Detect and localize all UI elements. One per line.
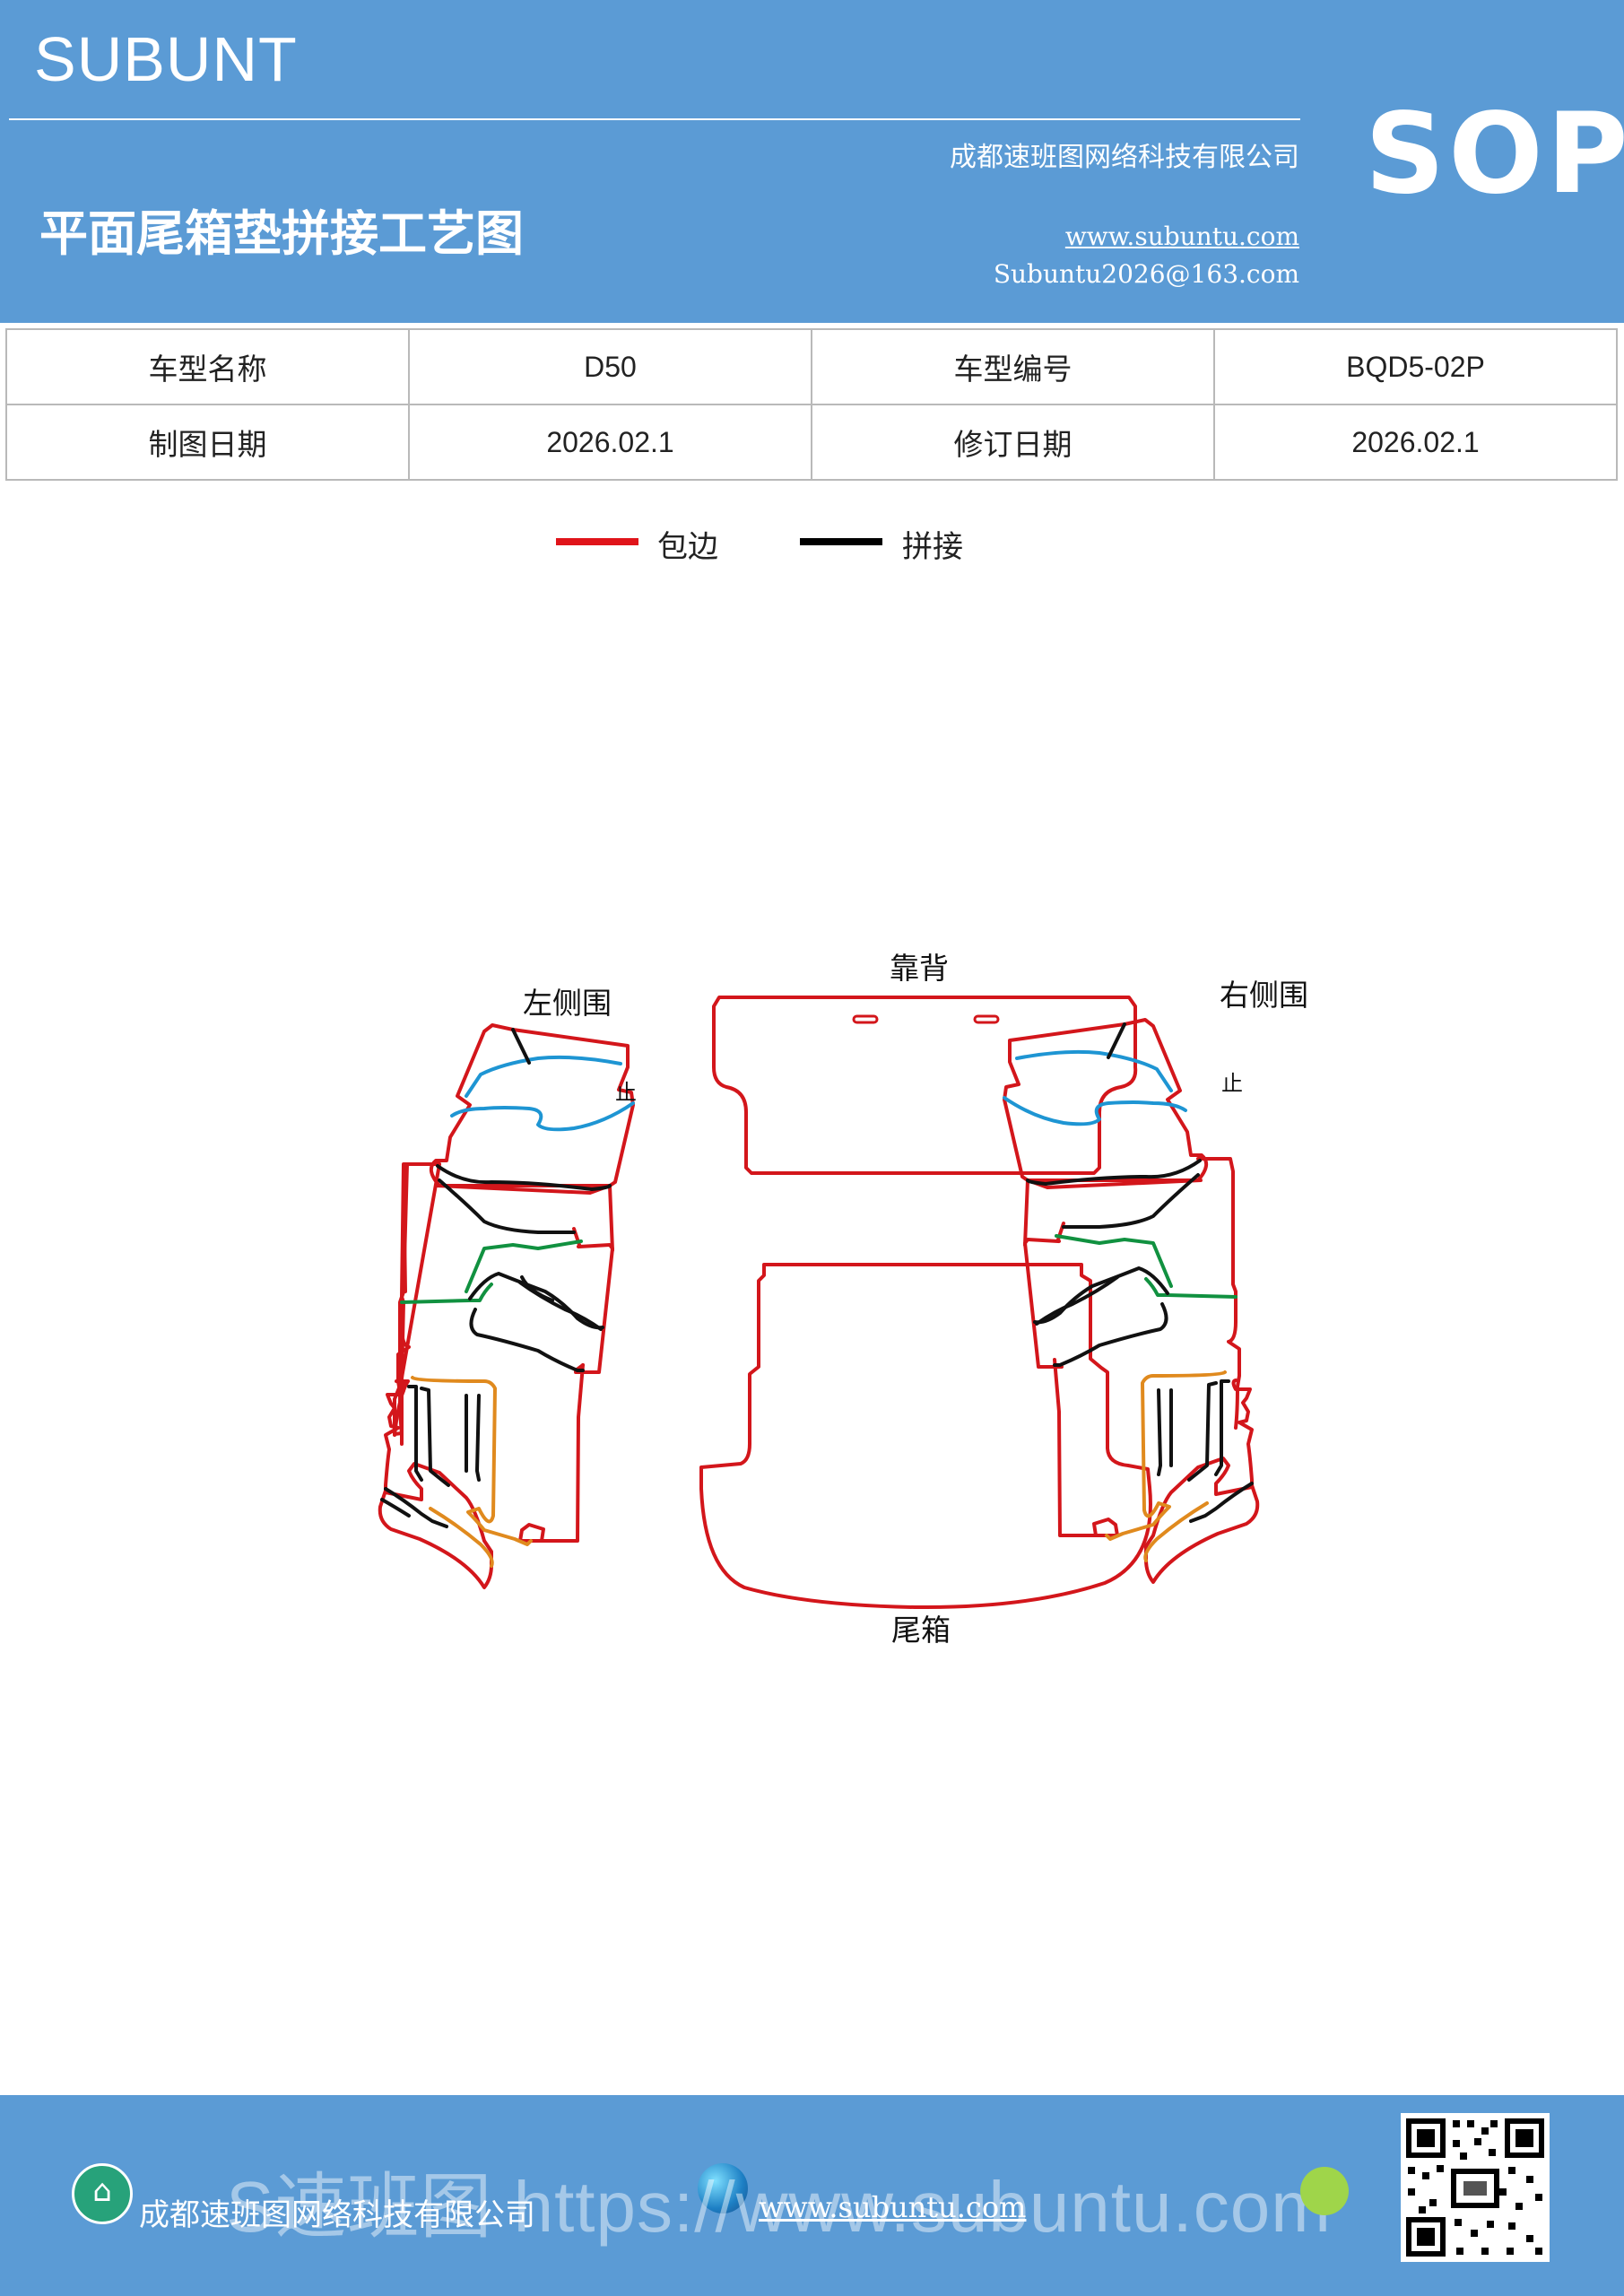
footer-website-link[interactable]: www.subuntu.com [759,2190,1027,2224]
legend-label-seam: 拼接 [902,529,963,565]
sop-badge: SOP [1365,90,1624,219]
table-cell: 车型名称 [5,328,410,405]
left-side-panel [378,1023,635,1589]
qr-code [1401,2113,1550,2262]
website-link[interactable]: www.subuntu.com [1064,222,1299,251]
label-left-side: 左侧围 [523,986,612,1021]
table-cell: 2026.02.1 [408,404,812,481]
trunk-panel [699,1263,1152,1609]
footer-company-name: 成都速班图网络科技有限公司 [139,2197,535,2233]
legend-swatch-edge [556,538,638,545]
legend-swatch-seam [800,538,882,545]
table-cell: 修订日期 [811,404,1215,481]
qr-code-graphic [1406,2118,1544,2257]
table-cell: 制图日期 [5,404,410,481]
company-name: 成都速班图网络科技有限公司 [950,142,1299,173]
wechat-icon [1300,2167,1349,2215]
table-row: 车型名称 D50 车型编号 BQD5-02P [5,328,1618,405]
table-cell: 车型编号 [811,328,1215,405]
document-title: 平面尾箱垫拼接工艺图 [39,204,524,262]
header-banner: SUBUNT 平面尾箱垫拼接工艺图 成都速班图网络科技有限公司 www.subu… [0,0,1624,323]
legend-label-edge: 包边 [657,529,718,565]
table-cell: BQD5-02P [1213,328,1618,405]
label-backrest: 靠背 [890,951,949,986]
label-trunk: 尾箱 [891,1613,951,1648]
footer-banner: ⌂ 成都速班图网络科技有限公司 www.subuntu.com S速班图 htt… [0,2095,1624,2296]
vehicle-info-table: 车型名称 D50 车型编号 BQD5-02P 制图日期 2026.02.1 修订… [5,328,1618,481]
brand-logo-text: SUBUNT [34,24,298,94]
legend: 包边 拼接 [0,520,1624,574]
trunk-mat-diagram: 左侧围 靠背 右侧围 尾箱 止 止 [378,951,1308,1648]
label-right-side: 右侧围 [1220,978,1308,1013]
backrest-panel [712,996,1138,1175]
building-icon: ⌂ [72,2163,133,2224]
table-row: 制图日期 2026.02.1 修订日期 2026.02.1 [5,404,1618,481]
table-cell: 2026.02.1 [1213,404,1618,481]
label-right-mark: 止 [1221,1071,1243,1096]
table-cell: D50 [408,328,812,405]
email-address[interactable]: Subuntu2026@163.com [993,259,1299,289]
globe-icon [698,2163,748,2213]
footer-watermark: S速班图 https://www.subuntu.com [226,2167,1332,2247]
label-left-mark: 止 [615,1080,637,1105]
right-side-panel [1003,1018,1260,1584]
header-divider [9,118,1300,120]
